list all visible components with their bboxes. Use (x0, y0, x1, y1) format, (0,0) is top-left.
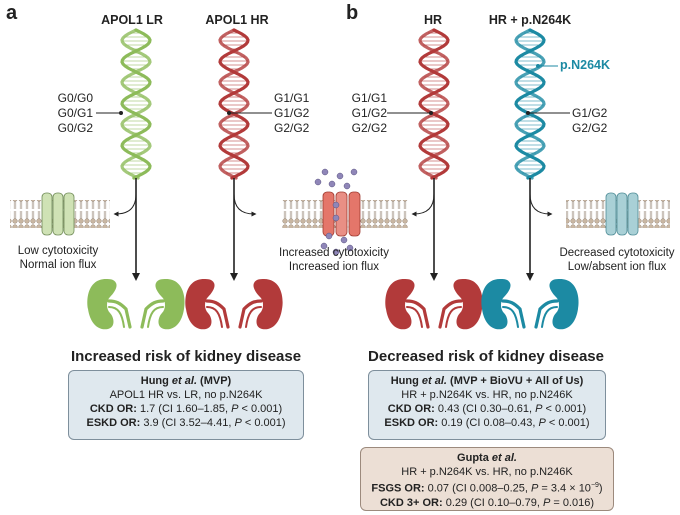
study-box-hung-mvp: Hung et al. (MVP) APOL1 HR vs. LR, no p.… (68, 370, 304, 440)
kidney-green-icon (140, 279, 185, 330)
risk-title-decreased: Decreased risk of kidney disease (368, 348, 604, 365)
ion-channel-teal-icon (605, 192, 639, 236)
kidney-red-icon (385, 279, 430, 330)
kidney-green-icon (87, 279, 132, 330)
study-box-hung-multi: Hung et al. (MVP + BioVU + All of Us) HR… (368, 370, 606, 440)
ion-icon (314, 168, 358, 256)
dna-apol1-lr-icon (120, 28, 152, 180)
panel-label-a: a (6, 2, 18, 24)
dna-apol1-hr-icon (218, 28, 250, 180)
mutation-label: p.N264K (560, 58, 611, 72)
header-apol1-lr: APOL1 LR (101, 13, 163, 27)
dna-hr-n264k-icon (514, 28, 546, 180)
ion-channel-green-icon (41, 192, 75, 236)
ion-channel-red-icon (322, 191, 361, 237)
kidney-red-icon (438, 279, 483, 330)
kidney-teal-icon (481, 279, 526, 330)
header-hr: HR (423, 13, 443, 27)
risk-title-increased: Increased risk of kidney disease (70, 348, 302, 365)
kidney-red-icon (238, 279, 283, 330)
header-hr-n264k: HR + p.N264K (488, 13, 572, 27)
genotype-list-hr-b: G1/G1 G1/G2 G2/G2 (351, 91, 387, 135)
panel-label-b: b (346, 2, 359, 24)
dna-hr-icon (418, 28, 450, 180)
genotype-list-hr-a: G1/G1 G1/G2 G2/G2 (274, 91, 310, 135)
header-apol1-hr: APOL1 HR (205, 13, 269, 27)
genotype-list-lr: G0/G0 G0/G1 G0/G2 (57, 91, 93, 135)
kidney-red-icon (185, 279, 230, 330)
genotype-list-mut: G1/G2 G2/G2 (572, 106, 608, 135)
kidney-teal-icon (534, 279, 579, 330)
study-box-gupta: Gupta et al. HR + p.N264K vs. HR, no p.N… (360, 447, 614, 511)
